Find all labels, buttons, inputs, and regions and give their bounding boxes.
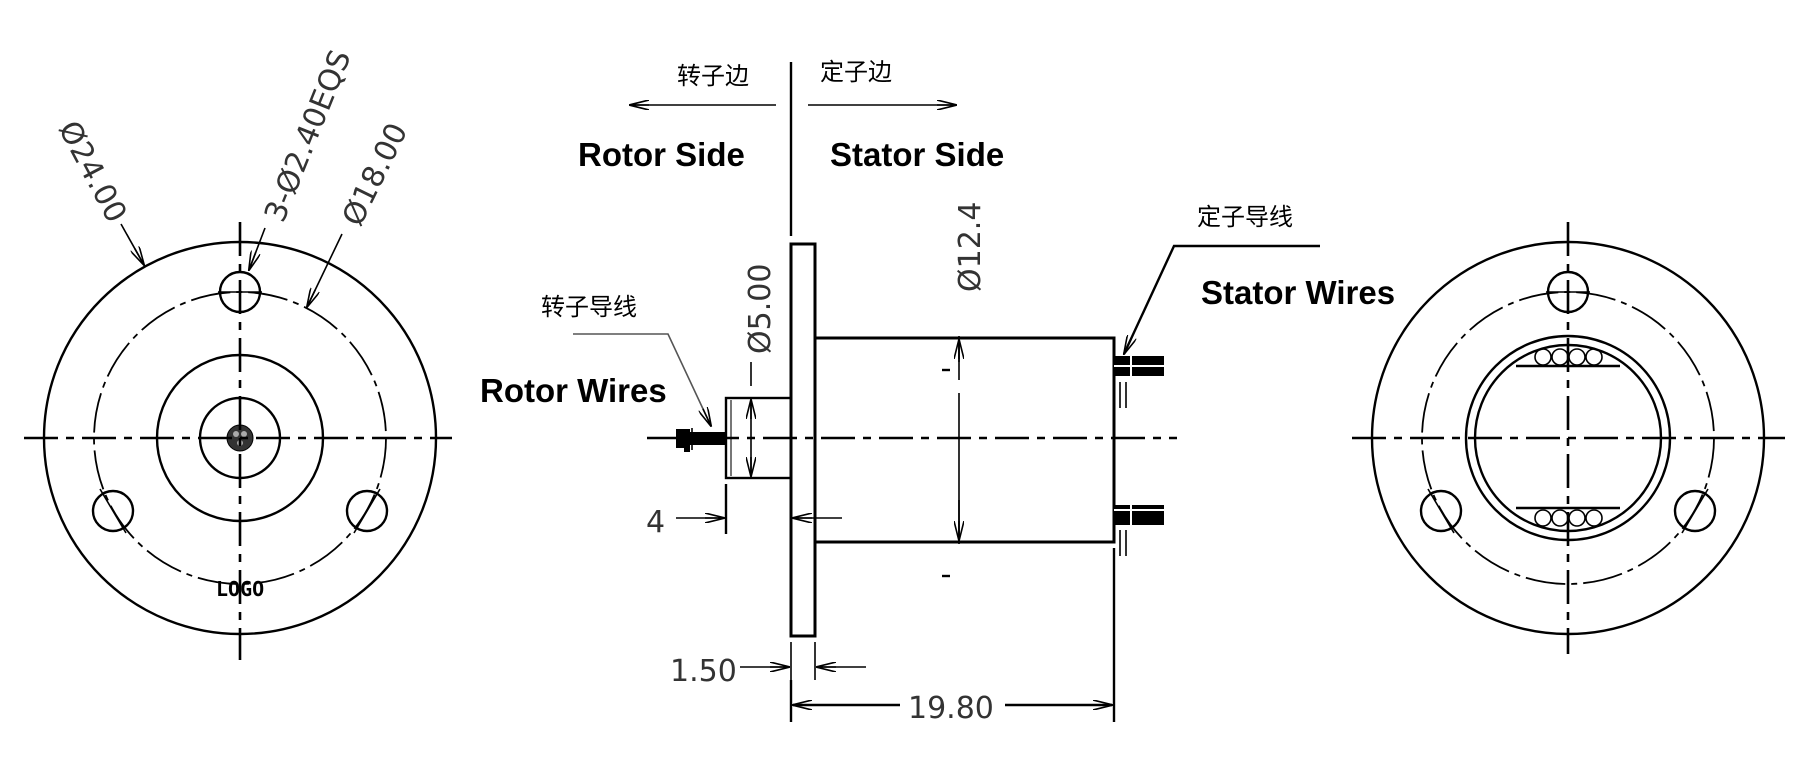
stator-wire-connector-bottom xyxy=(1114,505,1164,556)
stator-side-label: Stator Side xyxy=(830,136,1004,173)
stator-side-cn-label: 定子边 xyxy=(820,58,892,86)
dim-leader-outer xyxy=(120,223,144,265)
stator-wires-label: Stator Wires xyxy=(1201,274,1395,311)
rotor-wires-label: Rotor Wires xyxy=(480,372,667,409)
dim-rotor-diameter: Ø5.00 xyxy=(743,264,778,354)
dim-rotor-length: 4 xyxy=(646,505,665,540)
rotor-wires-leader xyxy=(573,333,711,426)
logo-mark: LOGO xyxy=(216,577,264,601)
dim-body-length: 19.80 xyxy=(908,691,994,726)
dim-leader-holes xyxy=(249,227,266,270)
wire-dot xyxy=(233,431,239,437)
rotor-side-cn-label: 转子边 xyxy=(677,62,749,90)
hole-centerline xyxy=(353,488,381,534)
hole-centerline xyxy=(1427,488,1455,534)
right-end-view xyxy=(1352,222,1785,654)
mounting-hole-bottom-right xyxy=(1673,489,1717,533)
dim-flange-thickness: 1.50 xyxy=(670,654,737,689)
stator-wires-cn-label: 定子导线 xyxy=(1197,203,1293,231)
dim-body-diameter: Ø12.4 xyxy=(953,202,988,292)
hole-centerline xyxy=(99,488,127,534)
stator-wires-leader xyxy=(1124,244,1320,354)
mounting-hole-bottom-left xyxy=(91,489,135,533)
rotor-wires-cn-label: 转子导线 xyxy=(541,293,637,321)
dim-bolt-circle: Ø18.00 xyxy=(336,118,415,232)
mounting-hole-bottom-left xyxy=(1419,489,1463,533)
dim-outer-diameter: Ø24.00 xyxy=(51,115,133,228)
hole-centerline xyxy=(1681,488,1709,534)
rotor-side-label: Rotor Side xyxy=(578,136,745,173)
side-view: 转子边 定子边 Rotor Side Stator Side xyxy=(480,58,1395,726)
mounting-hole-bottom-right xyxy=(345,489,389,533)
rotor-wire-connector xyxy=(676,428,726,452)
wire-dot xyxy=(241,431,247,437)
stator-wire-connector-top xyxy=(1114,356,1164,408)
stator-body xyxy=(813,336,1116,544)
stator-wire-terminals-bottom xyxy=(1516,506,1620,527)
dim-leader-bolt-circle xyxy=(307,233,343,307)
left-end-view: LOGO Ø24.00 3-Ø2.40EQS Ø18.00 xyxy=(24,45,452,660)
flange xyxy=(789,242,817,638)
